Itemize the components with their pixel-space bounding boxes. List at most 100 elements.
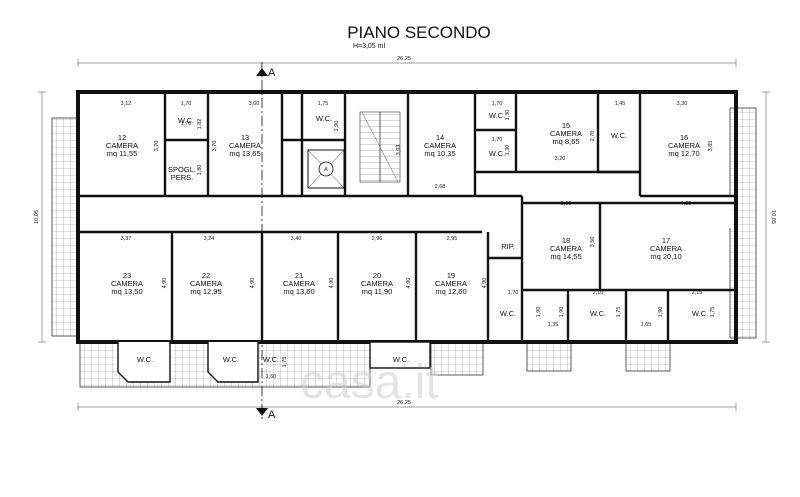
room-label-line: CAMERA: [229, 141, 261, 150]
room-dimension: 1,75: [318, 101, 329, 107]
room-dimension: 1,70: [492, 101, 503, 107]
room-label-line: 13: [241, 133, 249, 142]
rip-label: RIP.: [501, 242, 515, 251]
room-dimension: 2,95: [447, 236, 458, 242]
room-label-line: mq 12,70: [668, 149, 699, 158]
room-label-line: 22: [202, 271, 210, 280]
room-label-line: CAMERA: [111, 279, 143, 288]
wc-label: W.C.: [590, 309, 606, 318]
room-dimension: 1,60: [266, 374, 277, 380]
wc-label: W.C.: [178, 116, 194, 125]
room-label-line: 19: [447, 271, 455, 280]
room-dimension: 3,93: [396, 145, 402, 156]
wc-label: W.C.: [500, 309, 516, 318]
overall-width-bottom: 26,25: [397, 400, 411, 406]
wc-label: W.C.: [611, 131, 627, 140]
plan-title: PIANO SECONDO: [347, 23, 491, 42]
elevator-label: A: [324, 167, 328, 173]
room-label-line: 20: [373, 271, 381, 280]
room-label-line: 18: [562, 236, 570, 245]
room-label-line: CAMERA: [668, 141, 700, 150]
room-dimension: 3,30: [677, 101, 688, 107]
room-dimension: 4,90: [406, 278, 412, 289]
section-label-bottom: A: [268, 409, 276, 421]
room-label-line: CAMERA: [550, 244, 582, 253]
room-dimension: 1,75: [710, 307, 716, 318]
height-note: H=3,05 ml: [353, 43, 386, 50]
room-dimension: 2,68: [435, 184, 446, 190]
room-label-line: 15: [562, 121, 570, 130]
wc-label: W.C.: [393, 355, 409, 364]
dimension-lines: [38, 59, 770, 411]
room-dimension: 1,90: [559, 307, 565, 318]
section-label-top: A: [268, 67, 276, 79]
room-dimension: 1,70: [508, 290, 519, 296]
wc-label: W.C.: [263, 355, 279, 364]
room-dimension: 3,60: [249, 101, 260, 107]
wc-label: W.C.: [223, 355, 239, 364]
overall-height-right: 10,05: [770, 210, 776, 224]
room-dimension: 4,90: [329, 278, 335, 289]
room-label-line: mq 14,55: [550, 252, 581, 261]
room-label-line: 14: [436, 133, 444, 142]
room-label-line: mq 12,60: [435, 287, 466, 296]
room-label-line: CAMERA: [106, 141, 138, 150]
room-dimension: 2,15: [692, 290, 703, 296]
overall-height-left: 10,05: [34, 210, 40, 224]
room-dimension: 1,90: [536, 307, 542, 318]
room-dimension: 1,75: [282, 357, 288, 368]
bottom-wc-alcoves: [117, 341, 431, 383]
section-line: [256, 62, 268, 420]
room-label-line: mq 13,50: [111, 287, 142, 296]
stairwell: [359, 111, 401, 183]
room-dimension: 1,70: [492, 137, 503, 143]
room-dimension: 2,96: [372, 236, 383, 242]
room-label-line: mq 20,10: [650, 252, 681, 261]
room-label-line: CAMERA: [361, 279, 393, 288]
room-dimension: 3,12: [121, 101, 132, 107]
overall-width-top: 26,25: [397, 56, 411, 62]
room-label-line: 17: [662, 236, 670, 245]
room-label-line: CAMERA: [283, 279, 315, 288]
room-label-line: CAMERA: [190, 279, 222, 288]
room-label-line: mq 12,95: [190, 287, 221, 296]
room-label-line: mq 8,65: [552, 137, 579, 146]
room-dimension: 3,70: [212, 141, 218, 152]
watermark: casa.it: [300, 356, 439, 409]
room-dimension: 4,90: [482, 278, 488, 289]
room-dimension: 2,70: [590, 131, 596, 142]
room-dimension: 4,90: [250, 278, 256, 289]
room-dimension: 1,30: [505, 110, 511, 121]
room-label-line: 16: [680, 133, 688, 142]
room-label-line: CAMERA: [435, 279, 467, 288]
wc-label: W.C.: [316, 114, 332, 123]
room-dimension: 3,85: [708, 141, 714, 152]
spogl-label-2: PERS.: [171, 173, 194, 182]
wc-label: W.C.: [489, 111, 505, 120]
corridor: [82, 196, 732, 228]
room-dimension: 3,50: [590, 237, 596, 248]
room-dimension: 1,65: [641, 322, 652, 328]
room-label-line: CAMERA: [650, 244, 682, 253]
elevator: A: [307, 149, 345, 189]
wc-label: W.C.: [489, 149, 505, 158]
room-label-line: CAMERA: [550, 129, 582, 138]
room-dimension: 1,30: [505, 145, 511, 156]
room-label-line: mq 13,65: [229, 149, 260, 158]
room-dimension: 1,80: [197, 165, 203, 176]
room-label-line: CAMERA: [424, 141, 456, 150]
room-dimension: 3,24: [204, 236, 215, 242]
room-dimension: 2,10: [593, 290, 604, 296]
room-dimension: 3,37: [121, 236, 132, 242]
room-dimension: 1,45: [615, 101, 626, 107]
